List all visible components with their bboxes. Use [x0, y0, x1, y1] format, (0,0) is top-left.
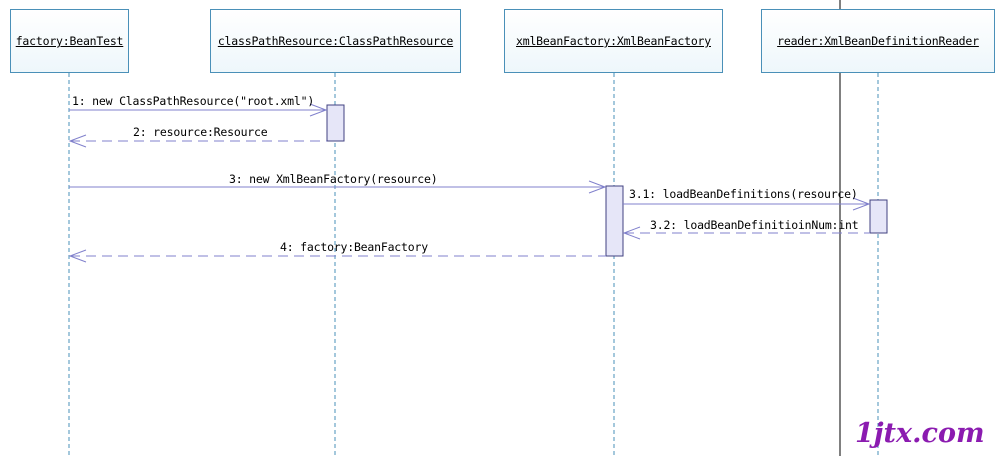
message-3-label: 3: new XmlBeanFactory(resource) — [229, 172, 438, 186]
message-1-arrowhead — [309, 103, 328, 117]
lifeline-label-test: factory:BeanTest — [15, 34, 124, 48]
message-3-2-label: 3.2: loadBeanDefinitioinNum:int — [650, 218, 859, 232]
message-4-arrowhead — [68, 249, 87, 263]
activation-resource — [326, 104, 345, 142]
lifeline-label-reader: reader:XmlBeanDefinitionReader — [777, 34, 979, 48]
lifeline-label-factory: xmlBeanFactory:XmlBeanFactory — [516, 34, 711, 48]
lifeline-label-resource: classPathResource:ClassPathResource — [217, 34, 454, 48]
message-3-2-arrowhead — [622, 226, 641, 240]
lifeline-box-reader: reader:XmlBeanDefinitionReader — [761, 9, 995, 73]
lifeline-box-test: factory:BeanTest — [10, 9, 129, 73]
lifeline-box-resource: classPathResource:ClassPathResource — [210, 9, 461, 73]
activation-reader — [869, 199, 888, 234]
message-2-arrowhead — [68, 134, 87, 148]
lifeline-box-factory: xmlBeanFactory:XmlBeanFactory — [504, 9, 723, 73]
message-4-label: 4: factory:BeanFactory — [280, 240, 428, 254]
message-3-1-arrowhead — [852, 197, 871, 211]
message-3-arrowhead — [588, 180, 607, 194]
message-3-1-label: 3.1: loadBeanDefinitions(resource) — [629, 187, 858, 201]
message-2-label: 2: resource:Resource — [133, 125, 268, 139]
activation-factory — [605, 185, 624, 257]
message-1-label: 1: new ClassPathResource("root.xml") — [72, 94, 315, 108]
watermark-logo: 1jtx.com — [855, 418, 985, 449]
